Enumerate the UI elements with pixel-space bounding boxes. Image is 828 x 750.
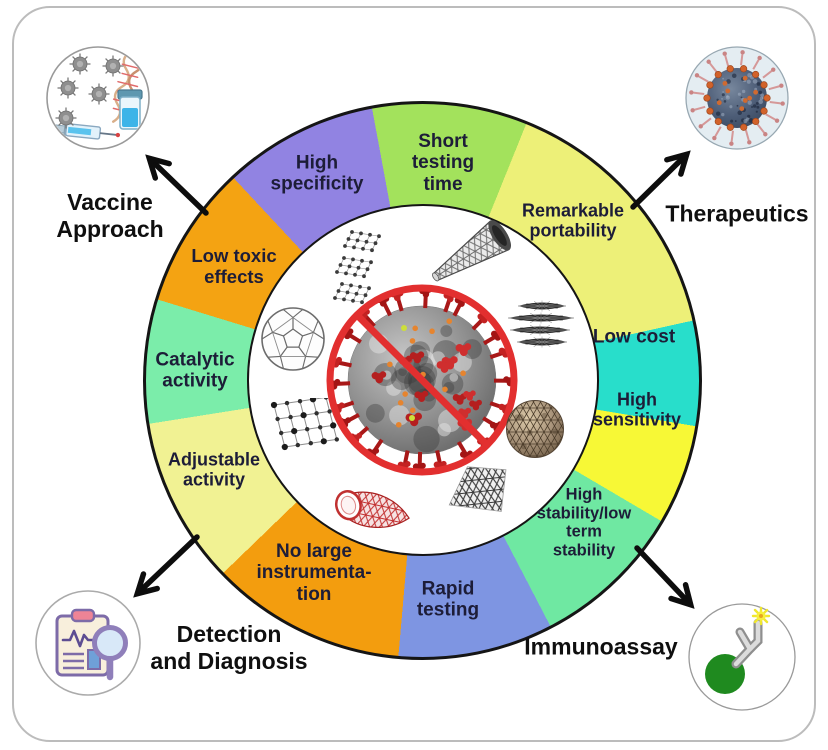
fullerene-wireframe-icon	[261, 307, 325, 371]
label-vaccine-approach: Vaccine Approach	[56, 188, 164, 242]
coronavirus-icon	[685, 46, 789, 150]
carbon-nanotube-gray-icon	[432, 220, 511, 282]
fullerene-solid-icon	[506, 400, 564, 458]
vaccine-vial-icon	[117, 89, 143, 130]
antibody-icon	[731, 618, 763, 669]
label-detection-and-diagnosis: Detection and Diagnosis	[150, 620, 308, 674]
vaccine-syringe-icon	[46, 46, 150, 150]
clipboard-icon	[55, 608, 110, 677]
arrow-to-therapeutics-icon	[630, 150, 691, 210]
clipboard-magnifier-icon	[35, 590, 141, 696]
antibody-assay-icon	[688, 603, 796, 711]
stacked-nanosheets-icon	[508, 300, 574, 348]
fluorescent-tag-icon	[751, 606, 771, 626]
arrow-to-detection-icon	[133, 534, 200, 598]
label-therapeutics: Therapeutics	[665, 200, 809, 227]
magnifier-icon	[92, 625, 128, 681]
coronavirus-prohibited-icon	[326, 284, 518, 476]
carbon-nanotube-red-icon	[334, 490, 410, 528]
arrow-to-immunoassay-icon	[634, 545, 695, 609]
arrow-to-vaccine-icon	[145, 154, 209, 216]
crystal-lattice-icon	[270, 398, 339, 451]
molecule-clusters-icon	[333, 230, 381, 305]
label-immunoassay: Immunoassay	[524, 633, 678, 660]
graphene-sheet-icon	[448, 466, 507, 512]
